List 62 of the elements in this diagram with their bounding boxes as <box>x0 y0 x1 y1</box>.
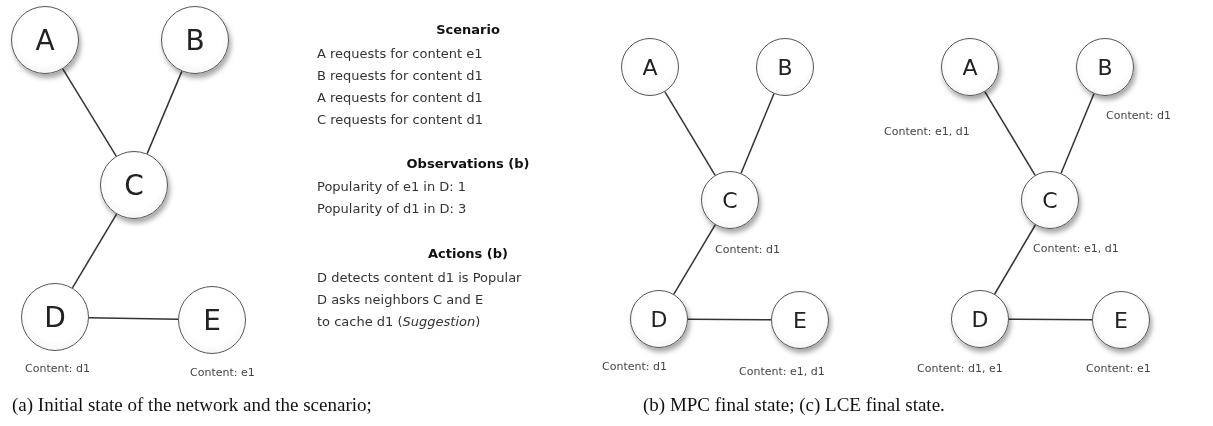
network-node-circle <box>630 290 688 348</box>
node-letter: C <box>722 187 738 213</box>
scenario-text: D detects content d1 is Popular <box>317 270 522 285</box>
section-heading: Actions (b) <box>427 246 509 261</box>
scenario-text: Popularity of e1 in D: 1 <box>317 179 467 194</box>
node-letter: E <box>793 307 807 333</box>
content-label: Content: e1, d1 <box>884 125 970 138</box>
node-letter: E <box>1114 307 1128 333</box>
node-letter: D <box>44 300 66 334</box>
network-node-circle <box>161 6 229 74</box>
link-line <box>673 224 716 295</box>
link-line <box>1008 318 1093 321</box>
network-node-circle <box>941 38 999 96</box>
node-letter: C <box>1042 187 1058 213</box>
link-line <box>146 70 183 155</box>
content-label: Content: e1 <box>1086 362 1151 375</box>
link-line <box>740 93 775 174</box>
content-label: Content: e1, d1 <box>739 365 825 378</box>
network-node-circle <box>951 290 1009 348</box>
content-label: Content: d1 <box>715 243 780 256</box>
content-label: Content: d1, e1 <box>917 362 1003 375</box>
scenario-text: to cache d1 (Suggestion) <box>317 314 481 329</box>
node-letter: B <box>185 23 205 57</box>
network-node-circle <box>771 291 829 349</box>
link-line <box>88 316 179 321</box>
network-node-circle <box>701 171 759 229</box>
link-line <box>984 91 1036 176</box>
content-label: Content: e1 <box>190 366 255 379</box>
network-node-circle <box>1021 171 1079 229</box>
node-letter: E <box>203 303 221 337</box>
link-line <box>1060 93 1095 174</box>
network-node-circle <box>100 151 168 219</box>
figure-caption: (a) Initial state of the network and the scenario; <box>12 394 372 416</box>
link-line <box>71 213 118 289</box>
network-node-circle <box>1076 38 1134 96</box>
link-line <box>664 91 716 176</box>
network-node-circle <box>11 6 79 74</box>
node-letter: A <box>962 54 978 80</box>
scenario-text: A requests for content d1 <box>317 90 483 105</box>
node-letter: B <box>777 54 793 80</box>
network-node-circle <box>1092 291 1150 349</box>
figure-caption: (b) MPC final state; (c) LCE final state. <box>643 394 945 416</box>
link-line <box>687 318 772 321</box>
content-label: Content: d1 <box>602 360 667 373</box>
link-line <box>993 224 1037 295</box>
section-heading: Observations (b) <box>406 156 530 171</box>
node-letter: D <box>971 306 989 332</box>
node-letter: A <box>35 23 55 57</box>
node-letter: D <box>650 306 668 332</box>
node-letter: A <box>642 54 658 80</box>
scenario-text: Popularity of d1 in D: 3 <box>317 201 467 216</box>
link-line <box>62 68 117 157</box>
scenario-text: B requests for content d1 <box>317 68 483 83</box>
scenario-text: A requests for content e1 <box>317 46 483 61</box>
section-heading: Scenario <box>436 22 500 37</box>
content-label: Content: d1 <box>25 362 90 375</box>
scenario-text: C requests for content d1 <box>317 112 483 127</box>
content-label: Content: d1 <box>1106 109 1171 122</box>
content-label: Content: e1, d1 <box>1033 242 1119 255</box>
scenario-text: D asks neighbors C and E <box>317 292 484 307</box>
node-letter: B <box>1097 54 1113 80</box>
node-letter: C <box>124 168 144 202</box>
